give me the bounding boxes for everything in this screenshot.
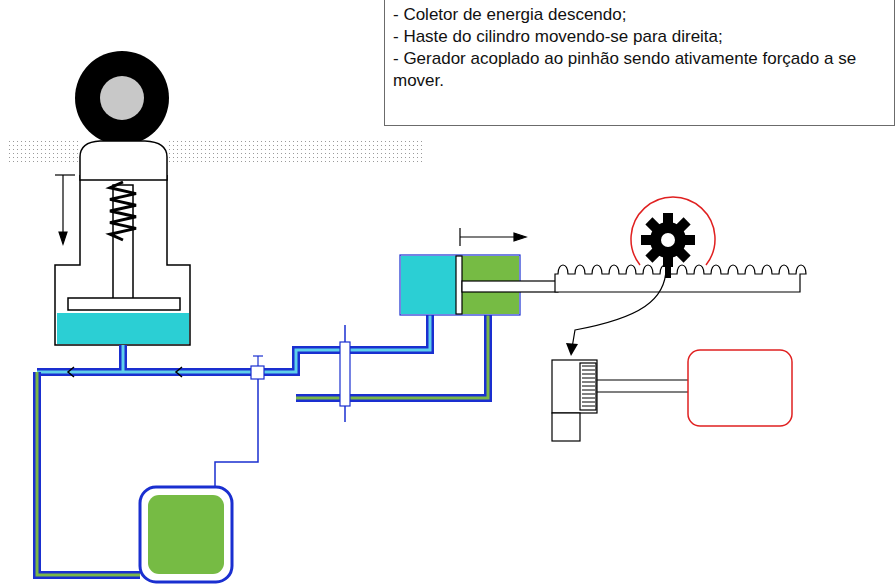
pipe [296,315,488,398]
generator [582,398,595,399]
coupling-arrow [566,343,578,356]
hydraulic-cylinder [456,256,462,314]
note-line: - Haste do cilindro movendo-se para dire… [393,26,886,48]
tee-fitting [251,356,264,379]
ground [8,140,80,164]
pipe [37,372,140,575]
generator [582,394,595,395]
spring [110,182,136,240]
generator [582,370,595,371]
coupling-arrow [572,268,666,348]
note-line: - Gerador acoplado ao pinhão sendo ativa… [393,48,886,92]
generator [597,391,690,392]
motion-arrow [59,232,67,244]
tee-fitting [251,366,264,379]
coupling-arrow [566,268,666,356]
pinion-housing [631,197,715,265]
generator [552,360,597,413]
tee-fitting [257,356,258,366]
collector-housing [68,298,180,310]
reservoir [140,487,232,582]
motion-arrow [460,236,518,237]
pinion-gear [641,213,695,278]
pipe [215,376,258,488]
motion-arrow [62,175,63,236]
collector-housing [57,313,189,344]
generator [688,350,792,426]
generator [552,413,580,441]
tee-fitting [253,355,263,356]
directional-valve [340,325,350,422]
pinion-gear [661,233,675,247]
rack [555,265,806,292]
collector-housing [55,175,190,345]
pipe [37,372,140,575]
generator [582,374,595,375]
note-box: - Coletor de energia descendo;- Haste do… [384,0,895,126]
pinion-gear [650,222,686,258]
generator [597,379,690,380]
hydraulic-cylinder [400,255,558,315]
wheel [75,51,169,145]
generator [582,382,595,383]
collector-housing [55,141,190,345]
wheel [75,51,169,145]
motion-arrow [55,175,75,244]
motion-arrow [55,174,75,175]
hydraulic-cylinder [462,281,558,292]
generator [582,366,595,367]
generator [582,366,595,406]
generator [582,402,595,403]
pipe [37,315,430,372]
pipe [37,315,488,575]
hydraulic-cylinder [401,256,457,314]
generator [582,390,595,391]
generator [582,406,595,407]
motion-arrow [514,233,526,241]
check-valve [68,367,182,377]
check-valve [68,367,74,377]
reservoir [140,487,232,582]
wheel [100,76,144,120]
check-valve [176,367,182,377]
ground [167,140,425,164]
generator [580,363,596,410]
collector-housing [80,141,167,180]
pipe [296,315,488,398]
note-line: - Coletor de energia descendo; [393,4,886,26]
directional-valve [340,342,350,406]
reservoir [148,495,224,574]
ground [8,140,425,164]
generator [582,386,595,387]
pipe [37,315,430,372]
generator [552,350,792,441]
generator [582,378,595,379]
hydraulic-cylinder [462,256,519,281]
motion-arrow [460,228,526,246]
hydraulic-cylinder [462,292,519,314]
